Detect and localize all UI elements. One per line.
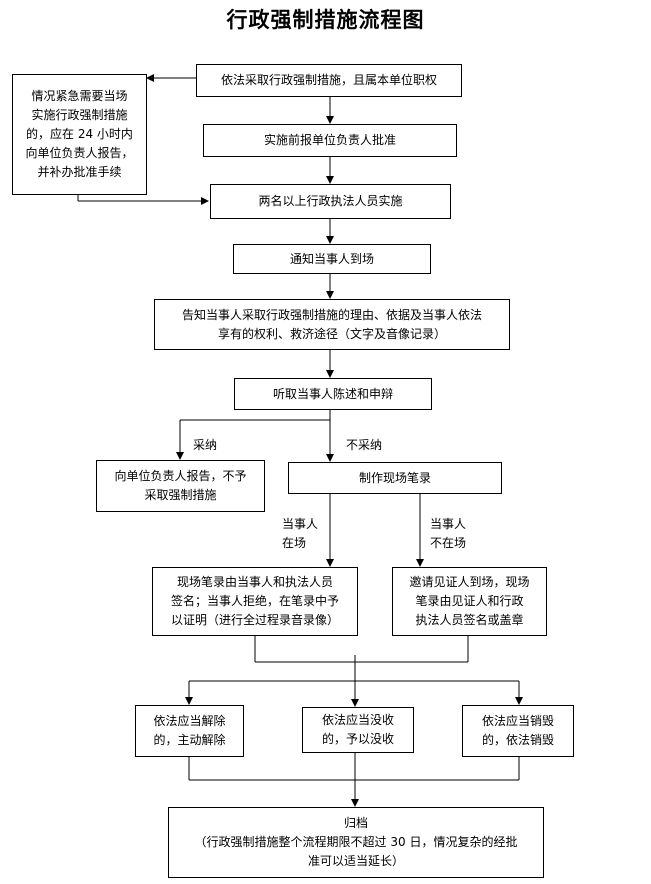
edge-label-adopt: 采纳 [193, 438, 218, 452]
node-legal-authority: 依法采取行政强制措施，且属本单位职权 [196, 64, 462, 97]
node-report-no-measure: 向单位负责人报告，不予 采取强制措施 [96, 460, 265, 512]
node-invite-witness: 邀请见证人到场，现场 笔录由见证人和行政 执法人员签名或盖章 [392, 567, 547, 636]
edge-label-party-absent: 当事人 不在场 [430, 517, 467, 550]
node-confiscate: 依法应当没收 的，予以没收 [302, 707, 414, 753]
edge-label-party-present: 当事人 在场 [282, 517, 319, 550]
page-title: 行政强制措施流程图 [226, 7, 425, 32]
node-two-officers: 两名以上行政执法人员实施 [210, 184, 451, 219]
node-destroy: 依法应当销毁 的，依法销毁 [462, 705, 574, 757]
node-archive: 归档 （行政强制措施整个流程期限不超过 30 日，情况复杂的经批 准可以适当延长… [168, 807, 544, 878]
edge-label-not-adopt: 不采纳 [346, 438, 383, 452]
node-make-record: 制作现场笔录 [288, 462, 502, 494]
archive-note: （行政强制措施整个流程期限不超过 30 日，情况复杂的经批 准可以适当延长） [194, 835, 518, 868]
archive-title: 归档 [343, 816, 368, 830]
node-inform-rights: 告知当事人采取行政强制措施的理由、依据及当事人依法 享有的权利、救济途径（文字及… [154, 299, 510, 350]
node-record-signed-party: 现场笔录由当事人和执法人员 签名；当事人拒绝，在笔录中予 以证明（进行全过程录音… [152, 567, 358, 636]
node-notify-party: 通知当事人到场 [233, 244, 431, 274]
node-hear-statement: 听取当事人陈述和申辩 [234, 378, 432, 410]
node-prior-approval: 实施前报单位负责人批准 [203, 124, 457, 157]
node-emergency-note: 情况紧急需要当场 实施行政强制措施 的，应在 24 小时内 向单位负责人报告， … [12, 74, 147, 195]
node-release: 依法应当解除 的，主动解除 [135, 705, 244, 757]
